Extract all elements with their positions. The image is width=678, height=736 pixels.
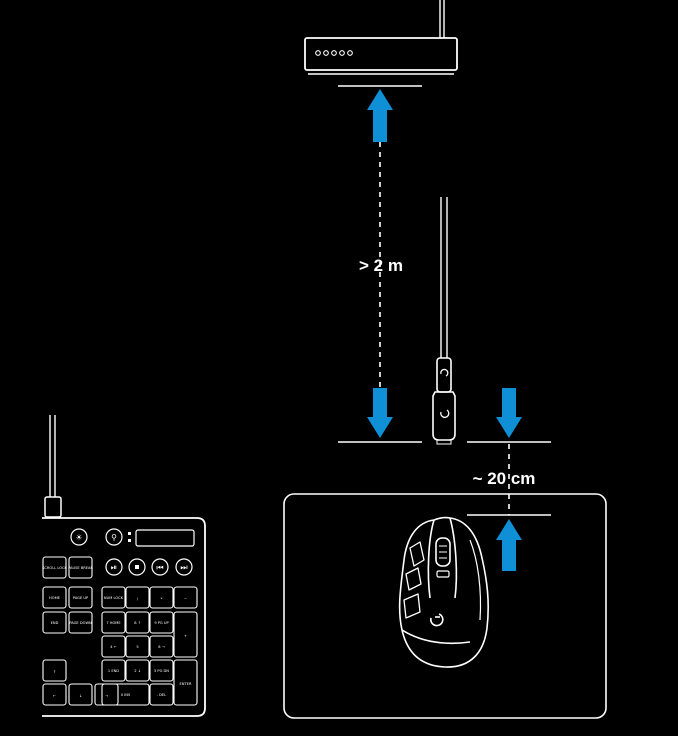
keyboard-display-panel: [135, 529, 195, 547]
keyboard-key: /: [125, 586, 150, 609]
svg-text:SCROLL LOCK: SCROLL LOCK: [42, 566, 67, 570]
keyboard-key: 4 ←: [101, 635, 126, 658]
svg-text:⏮: ⏮: [156, 563, 163, 572]
keyboard-key: ENTER: [173, 659, 198, 706]
svg-text:2 ↓: 2 ↓: [134, 669, 140, 673]
svg-text:. DEL: . DEL: [157, 693, 166, 697]
keyboard-key: ↓: [68, 683, 93, 706]
arrow-down-to-adapter-icon: [367, 388, 393, 438]
svg-text:4 ←: 4 ←: [110, 645, 116, 649]
gaming-mouse-icon: [398, 516, 489, 668]
keyboard-key: 8 ↑: [125, 611, 150, 634]
svg-text:←: ←: [53, 694, 56, 698]
svg-text:→: →: [105, 694, 108, 698]
svg-text:END: END: [51, 621, 59, 625]
svg-text:⚲: ⚲: [111, 533, 117, 542]
keyboard-key: 0 INS: [101, 683, 150, 706]
keyboard-key: ←: [42, 683, 67, 706]
arrow-up-to-mouse-icon: [496, 519, 522, 571]
svg-text:9 PG UP: 9 PG UP: [154, 621, 169, 625]
svg-text:7 HOME: 7 HOME: [106, 621, 121, 625]
keyboard-lock-indicators: [128, 532, 131, 535]
keyboard-key: 1 END: [101, 659, 126, 682]
svg-text:ENTER: ENTER: [180, 682, 192, 686]
svg-text:0 INS: 0 INS: [121, 693, 131, 697]
mouse-pad: [283, 493, 607, 719]
svg-text:−: −: [184, 597, 187, 601]
svg-text:↓: ↓: [79, 694, 82, 698]
svg-text:5: 5: [136, 645, 138, 649]
svg-text:HOME: HOME: [49, 596, 61, 600]
keyboard-key: 7 HOME: [101, 611, 126, 634]
svg-text:*: *: [161, 597, 163, 601]
keyboard-key: SCROLL LOCK: [42, 556, 68, 579]
media-previous-button: ⏮: [151, 558, 169, 576]
svg-text:↑: ↑: [53, 670, 56, 674]
keyboard-key: −: [173, 586, 198, 609]
keyboard-key: 5: [125, 635, 150, 658]
receiver-led-indicators: [315, 50, 353, 56]
arrow-down-to-adapter-right-icon: [496, 388, 522, 438]
svg-text:+: +: [184, 634, 187, 638]
keyboard-game-mode-button: ⚲: [105, 528, 123, 546]
svg-text:6 →: 6 →: [158, 645, 164, 649]
media-stop-button: [128, 558, 146, 576]
media-play-pause-button: ⏯: [105, 558, 123, 576]
wireless-receiver-icon: [304, 0, 458, 75]
keyboard-key: →: [94, 683, 119, 706]
svg-text:1 END: 1 END: [108, 669, 119, 673]
media-next-button: ⏭: [175, 558, 193, 576]
svg-text:3 PG DN: 3 PG DN: [154, 669, 169, 673]
keyboard-key: NUM LOCK: [101, 586, 126, 609]
svg-text:⏯: ⏯: [111, 563, 117, 572]
keyboard-brightness-button: ☀: [70, 528, 88, 546]
keyboard-key: 6 →: [149, 635, 174, 658]
svg-text:PAGE UP: PAGE UP: [73, 596, 89, 600]
keyboard-key: PAGE DOWN: [68, 611, 93, 634]
keyboard-key: PAGE UP: [68, 586, 93, 609]
keyboard-key: *: [149, 586, 174, 609]
keyboard-key: HOME: [42, 586, 67, 609]
mouse-distance-label: ~ 20 cm: [473, 469, 536, 488]
keyboard-key: END: [42, 611, 67, 634]
keyboard-key: PAUSE BREAK: [68, 556, 94, 579]
svg-text:NUM LOCK: NUM LOCK: [104, 596, 124, 600]
receiver-distance-label: > 2 m: [359, 256, 403, 275]
keyboard-key: +: [173, 611, 198, 658]
svg-text:⏭: ⏭: [180, 563, 187, 572]
keyboard-key: ↑: [42, 659, 67, 682]
svg-text:☀: ☀: [75, 533, 82, 542]
usb-extension-adapter-icon: [432, 197, 456, 445]
keyboard-key: 2 ↓: [125, 659, 150, 682]
keyboard-key: . DEL: [149, 683, 174, 706]
keyboard-key: 3 PG DN: [149, 659, 174, 682]
svg-text:/: /: [137, 597, 139, 601]
svg-text:PAGE DOWN: PAGE DOWN: [69, 621, 92, 625]
arrow-up-to-receiver-icon: [367, 89, 393, 142]
keyboard-icon: ☀ ⚲ ⏯ ⏮ ⏭ SCROLL LOCK: [42, 415, 206, 717]
keyboard-key: 9 PG UP: [149, 611, 174, 634]
svg-text:8 ↑: 8 ↑: [134, 621, 140, 625]
svg-text:PAUSE BREAK: PAUSE BREAK: [68, 566, 93, 570]
